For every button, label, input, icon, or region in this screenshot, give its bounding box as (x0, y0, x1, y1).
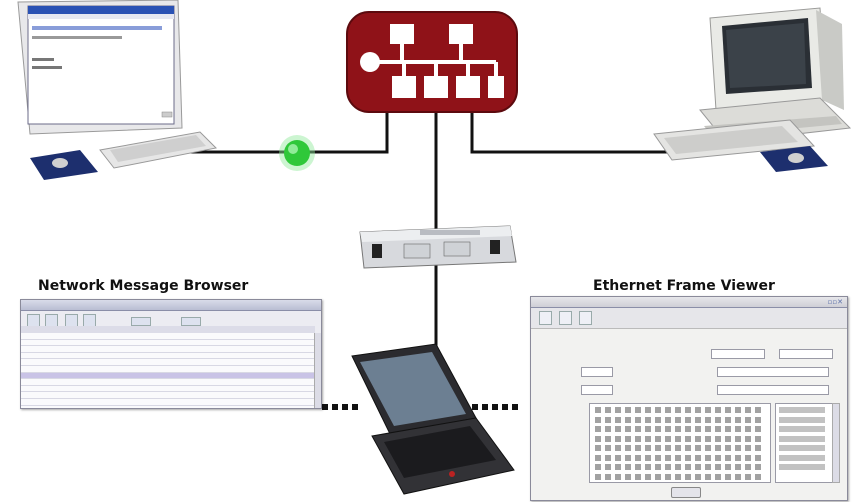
ascii-dump-panel (775, 403, 833, 483)
ascii-rows (779, 407, 825, 474)
table-row[interactable] (21, 352, 315, 360)
right-computer (653, 7, 852, 172)
ethernet-frame-viewer-window: ▫▫✕ (530, 296, 848, 501)
link-activity-indicator (279, 135, 315, 171)
scrollbar[interactable] (314, 333, 321, 408)
network-tap-device (359, 225, 517, 269)
table-row[interactable] (21, 346, 315, 353)
hex-rows (595, 407, 763, 483)
table-row[interactable] (21, 392, 315, 399)
field[interactable] (717, 385, 829, 395)
network-switch-icon (346, 11, 518, 113)
frame-viewer-titlebar (531, 297, 847, 308)
dialog-button[interactable] (671, 487, 701, 498)
toolbar-button[interactable] (131, 317, 151, 326)
field[interactable] (581, 385, 613, 395)
laptop-computer (351, 343, 515, 495)
scrollbar[interactable] (832, 403, 840, 483)
message-browser-caption: Network Message Browser (38, 278, 249, 294)
toolbar-button[interactable] (181, 317, 201, 326)
left-computer (17, 0, 218, 180)
cable-left-pc (160, 110, 389, 154)
network-message-browser-window (20, 299, 322, 409)
table-row[interactable] (21, 385, 315, 393)
field[interactable] (711, 349, 765, 359)
frame-viewer-toolbar (531, 308, 847, 329)
message-browser-titlebar (21, 300, 321, 311)
toolbar-button[interactable] (579, 311, 592, 325)
table-row[interactable] (21, 339, 315, 347)
table-row-selected[interactable] (21, 372, 315, 380)
table-row[interactable] (21, 398, 315, 406)
table-row[interactable] (21, 379, 315, 386)
field[interactable] (581, 367, 613, 377)
table-row[interactable] (21, 333, 315, 340)
table-row[interactable] (21, 359, 315, 366)
toolbar-button[interactable] (539, 311, 552, 325)
cables (160, 110, 705, 355)
cable-right-pc (470, 110, 705, 154)
table-row[interactable] (21, 405, 315, 408)
window-controls-icon[interactable]: ▫▫✕ (827, 298, 843, 306)
message-table (21, 333, 315, 408)
frame-viewer-caption: Ethernet Frame Viewer (593, 278, 775, 294)
table-row[interactable] (21, 365, 315, 373)
toolbar-button[interactable] (559, 311, 572, 325)
field[interactable] (779, 349, 833, 359)
field[interactable] (717, 367, 829, 377)
